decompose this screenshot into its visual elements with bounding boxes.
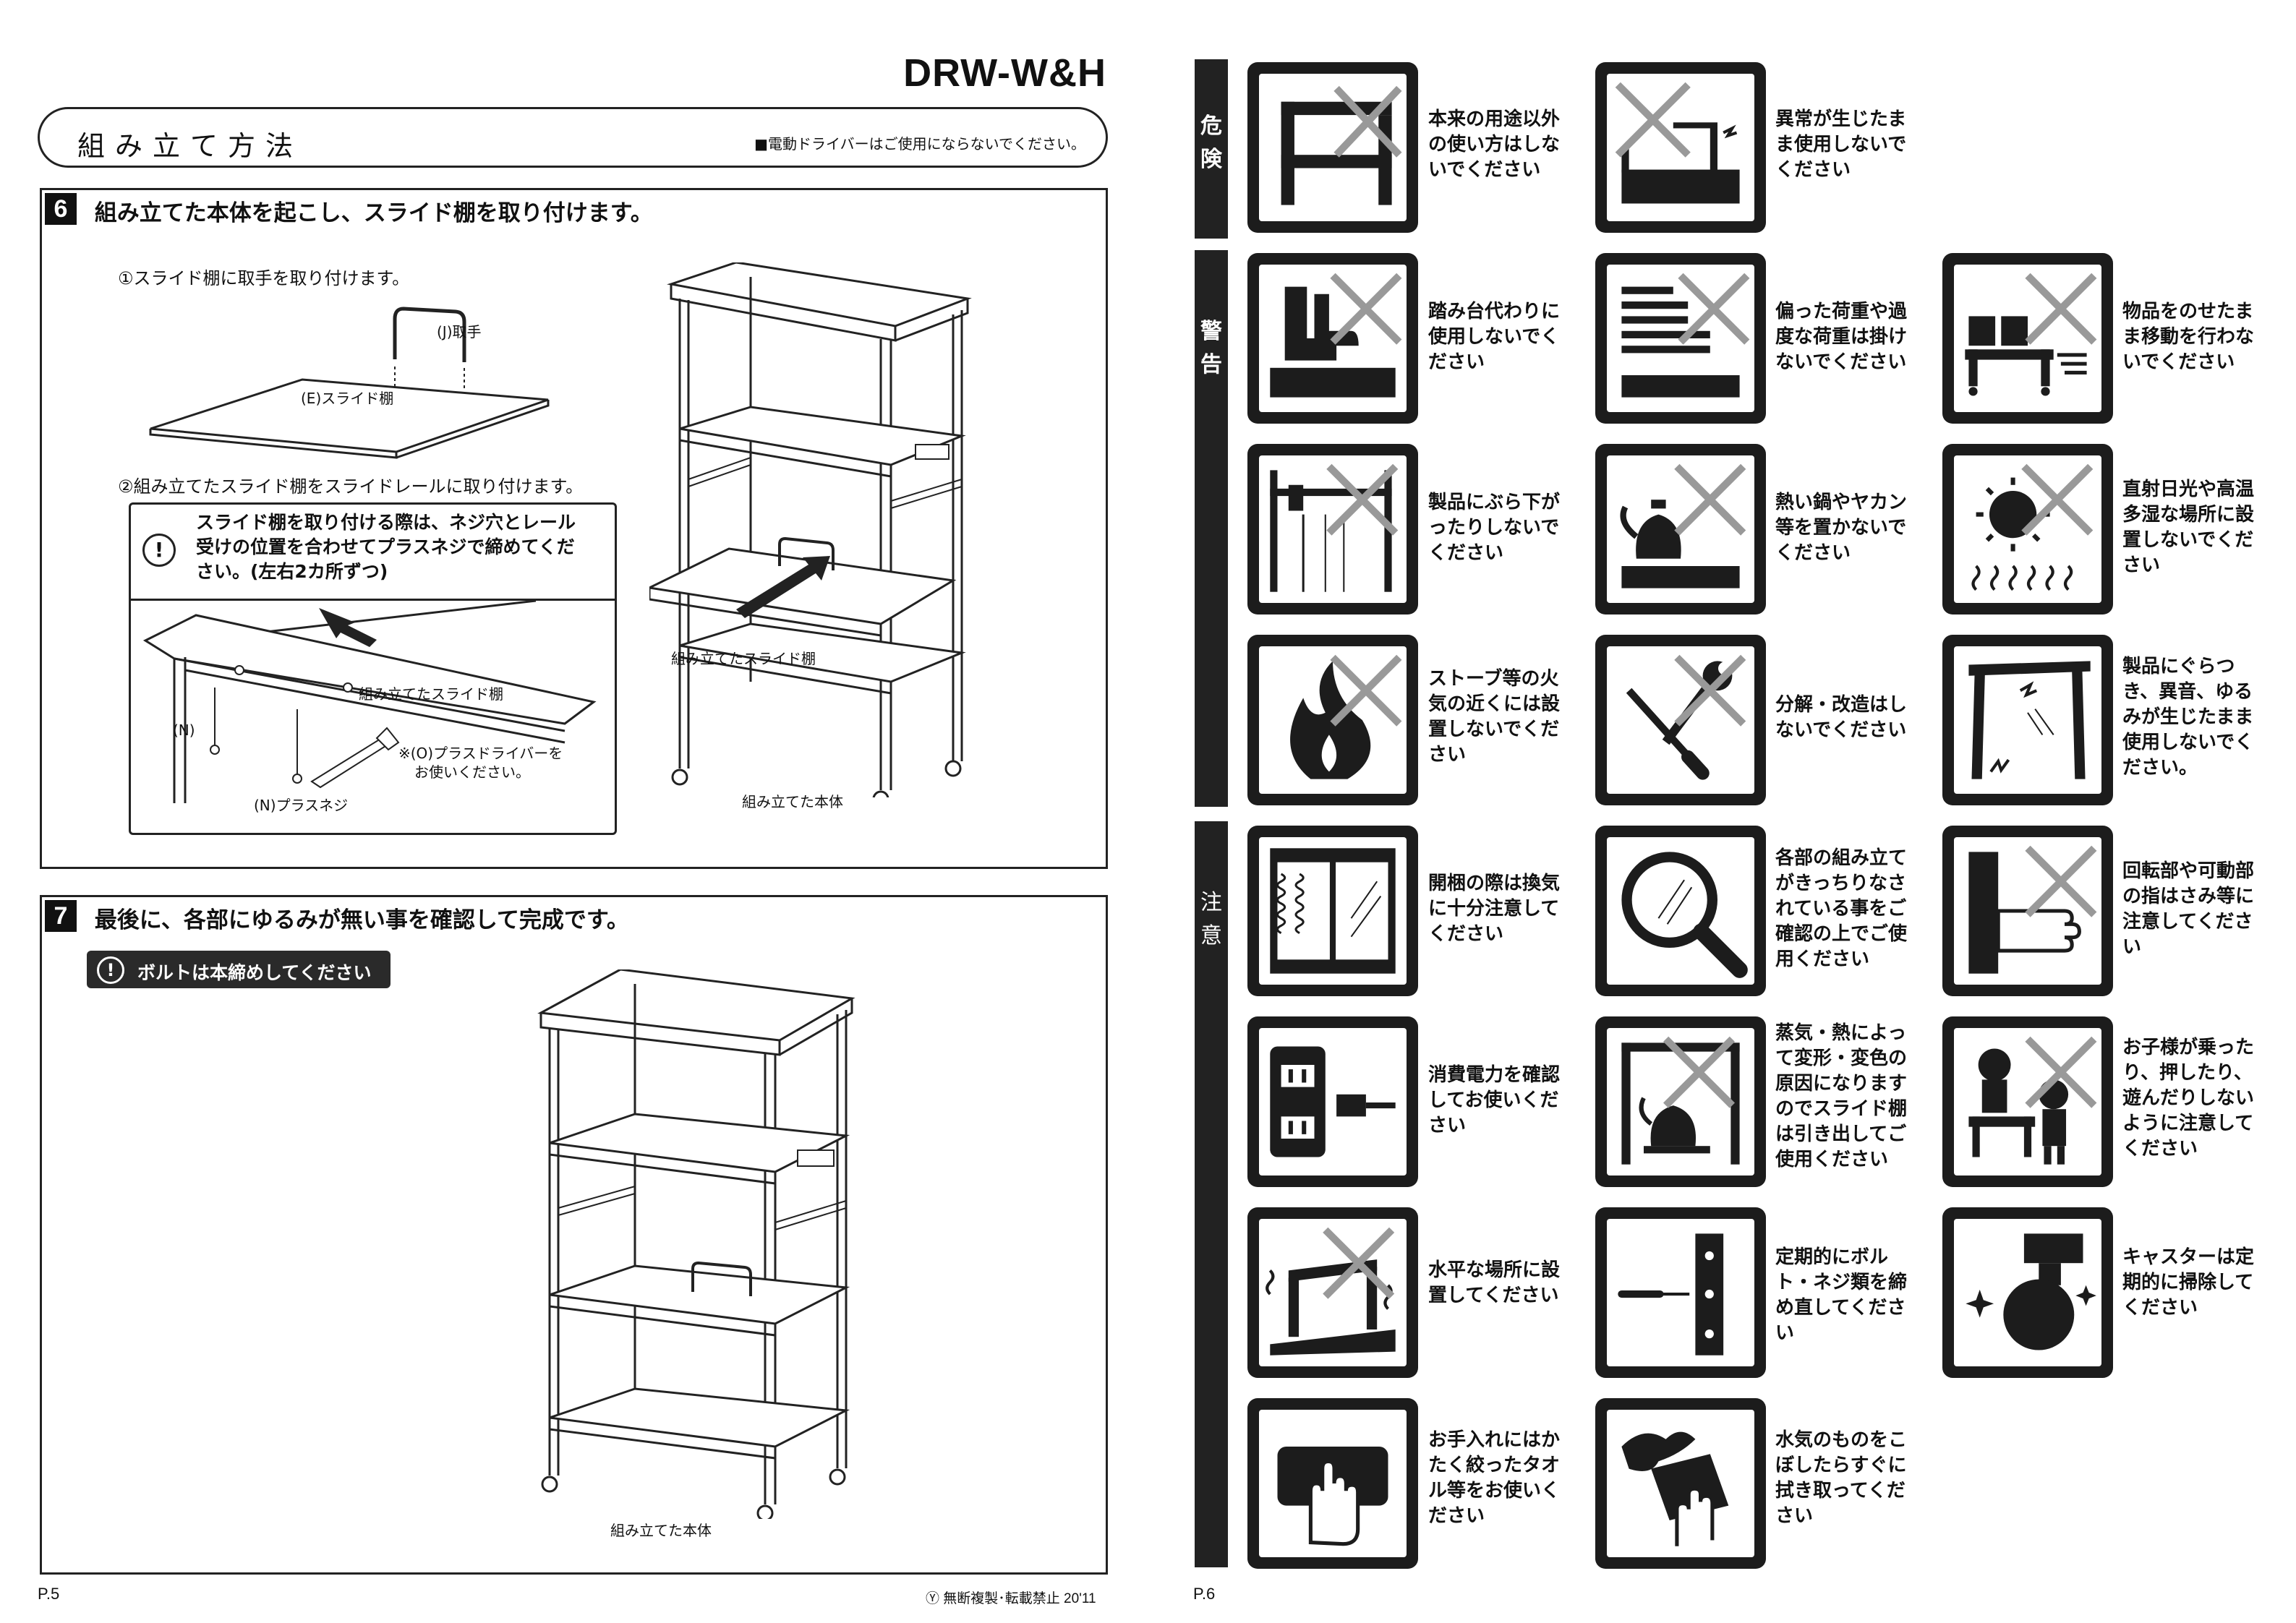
caution-text-21: お手入れにはかたく絞ったタオル等をお使いください — [1428, 1429, 1561, 1527]
misuse-icon — [1247, 62, 1418, 233]
tools-icon — [1595, 635, 1766, 805]
driver-note: ■電動ドライバーはご使用にならないでください。 — [754, 135, 1085, 153]
screwdriver-icon — [1595, 1207, 1766, 1378]
category-caution: 注 意 — [1195, 821, 1228, 1567]
caution-text-15: 消費電力を確認してお使いください — [1428, 1064, 1561, 1136]
kettle-icon — [1595, 444, 1766, 614]
caution-text-10: 分解・改造はしないでください — [1775, 694, 1908, 741]
overload-icon — [1595, 253, 1766, 424]
level-icon — [1247, 1207, 1418, 1378]
caution-text-5: 物品をのせたまま移動を行わないでください — [2122, 301, 2255, 373]
caution-text-7: 熱い鍋やヤカン等を置かないでください — [1775, 492, 1908, 564]
copyright: Ⓨ 無断複製･転載禁止 20'11 — [926, 1591, 1096, 1606]
page-number-left: P.5 — [38, 1585, 60, 1603]
label-driver-line2: お使いください。 — [414, 763, 530, 781]
label-driver-line1: ※(O)プラスドライバーを — [398, 745, 563, 762]
abnormal-icon — [1595, 62, 1766, 233]
step-6-caution-box: ! スライド棚を取り付ける際は、ネジ穴とレール受けの位置を合わせてプラスネジで締… — [129, 502, 617, 835]
caution-text-2: 異常が生じたまま使用しないでください — [1775, 108, 1907, 181]
step-7-badge: 7 — [45, 900, 77, 932]
caution-text-4: 偏った荷重や過度な荷重は掛けないでください — [1775, 301, 1908, 373]
category-danger: 危 険 — [1195, 59, 1228, 239]
step-7-notice: ! ボルトは本締めしてください — [87, 951, 391, 988]
outlet-icon — [1247, 1016, 1418, 1187]
section-title-bar: 組み立て方法 ■電動ドライバーはご使用にならないでください。 — [38, 107, 1108, 168]
rack-figure-step7 — [537, 969, 855, 1519]
step-7-heading-row: 7 最後に、各部にゆるみが無い事を確認して完成です。 — [45, 900, 629, 934]
label-n: (N) — [173, 721, 195, 739]
caution-text-3: 踏み台代わりに使用しないでください — [1428, 301, 1561, 373]
magnifier-icon — [1595, 826, 1766, 996]
step-6-heading-row: 6 組み立てた本体を起こし、スライド棚を取り付けます。 — [45, 193, 653, 227]
fig-body-label-6: 組み立てた本体 — [742, 793, 843, 810]
caution-text-1: 本来の用途以外の使い方はしないでください — [1428, 108, 1561, 181]
label-slide-shelf: (E)スライド棚 — [301, 390, 394, 407]
sun-icon — [1942, 444, 2113, 614]
caution-text-8: 直射日光や高温多湿な場所に設置しないでください — [2122, 479, 2255, 576]
caster-icon — [1942, 1207, 2113, 1378]
caution-text-17: お子様が乗ったり、押したり、遊んだりしないように注意してください — [2122, 1037, 2255, 1160]
notice-icon: ! — [97, 956, 124, 984]
caution-text-13: 各部の組み立てがきっちりなされている事をご確認の上でご使用ください — [1775, 847, 1908, 970]
step-7-heading: 最後に、各部にゆるみが無い事を確認して完成です。 — [94, 907, 629, 933]
fig-slide-label: 組み立てたスライド棚 — [671, 650, 816, 667]
shelf-handle-figure — [149, 307, 550, 459]
notice-text: ボルトは本締めしてください — [137, 962, 372, 983]
fig-body-label-7: 組み立てた本体 — [610, 1522, 712, 1539]
caution-text-9: ストーブ等の火気の近くには設置しないでください — [1428, 668, 1561, 766]
stepstool-icon — [1247, 253, 1418, 424]
children-icon — [1942, 1016, 2113, 1187]
hang-icon — [1247, 444, 1418, 614]
caution-icon: ! — [142, 534, 176, 567]
rack-figure-step6 — [649, 262, 972, 797]
towel-icon — [1247, 1398, 1418, 1569]
caution-text-20: キャスターは定期的に掃除してください — [2122, 1246, 2255, 1319]
wipe-icon — [1595, 1398, 1766, 1569]
step-6-sub1: ①スライド棚に取手を取り付けます。 — [118, 268, 410, 288]
caution-text-18: 水平な場所に設置してください — [1428, 1259, 1561, 1306]
step-6-sub2: ②組み立てたスライド棚をスライドレールに取り付けます。 — [118, 476, 584, 497]
label-screw: (N)プラスネジ — [254, 797, 349, 814]
steam-icon — [1595, 1016, 1766, 1187]
detail-shelf-label: 組み立てたスライド棚 — [359, 685, 503, 703]
label-handle: (J)取手 — [437, 323, 482, 341]
step-6-badge: 6 — [45, 193, 77, 225]
caution-text-19: 定期的にボルト・ネジ類を締め直してください — [1775, 1246, 1908, 1344]
caution-text-12: 開梱の際は換気に十分注意してください — [1428, 873, 1561, 945]
caution-text: スライド棚を取り付ける際は、ネジ穴とレール受けの位置を合わせてプラスネジで締めて… — [196, 512, 576, 582]
step-6-panel: 6 組み立てた本体を起こし、スライド棚を取り付けます。 ①スライド棚に取手を取り… — [40, 188, 1108, 869]
caution-text-14: 回転部や可動部の指はさみ等に注意してください — [2122, 860, 2255, 958]
page-number-right: P.6 — [1193, 1585, 1216, 1603]
section-title: 組み立て方法 — [77, 130, 304, 162]
caution-text-22: 水気のものをこぼしたらすぐに拭き取ってください — [1775, 1429, 1908, 1527]
rail-detail-figure — [142, 601, 597, 803]
caution-text-11: 製品にぐらつき、異音、ゆるみが生じたまま使用しないでください。 — [2122, 656, 2254, 779]
wobble-icon — [1942, 635, 2113, 805]
step-6-heading: 組み立てた本体を起こし、スライド棚を取り付けます。 — [94, 200, 653, 226]
step-7-panel: 7 最後に、各部にゆるみが無い事を確認して完成です。 ! ボルトは本締めしてくだ… — [40, 895, 1108, 1575]
finger-pinch-icon — [1942, 826, 2113, 996]
fire-icon — [1247, 635, 1418, 805]
caution-text-6: 製品にぶら下がったりしないでください — [1428, 492, 1561, 564]
move-loaded-icon — [1942, 253, 2113, 424]
model-number: DRW-W&H — [903, 51, 1106, 95]
category-warning: 警 告 — [1195, 250, 1228, 807]
caution-text-16: 蒸気・熱によって変形・変色の原因になりますのでスライド棚は引き出してご使用くださ… — [1775, 1022, 1908, 1170]
ventilate-icon — [1247, 826, 1418, 996]
caution-header: ! スライド棚を取り付ける際は、ネジ穴とレール受けの位置を合わせてプラスネジで締… — [131, 505, 615, 601]
